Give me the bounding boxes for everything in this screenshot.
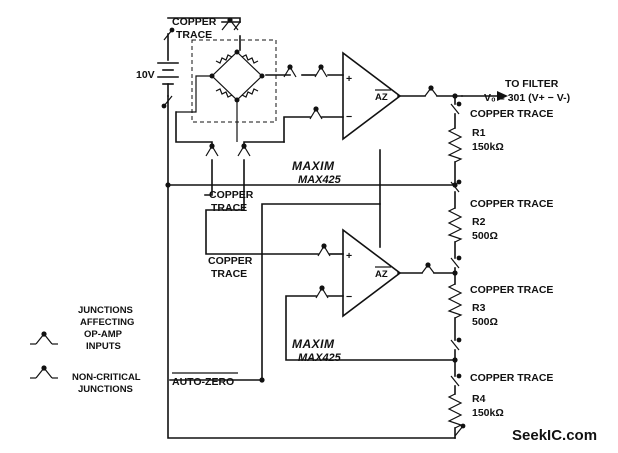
- resistor-r1: [447, 127, 463, 163]
- op-amp-1-az: AZ: [375, 92, 388, 103]
- battery-label: 10V: [136, 69, 155, 81]
- output-formula: V₀ = 301 (V+ − V-): [484, 92, 570, 104]
- node-dot: [452, 357, 458, 363]
- op-amp-2-az: AZ: [375, 269, 388, 280]
- resistor-r3: [447, 283, 463, 319]
- legend-critical-line3: OP-AMP: [84, 329, 123, 340]
- label-copper-mid: COPPER: [209, 189, 254, 201]
- critical-junctions: [205, 17, 331, 299]
- op-amp-2-minus: −: [346, 291, 352, 303]
- legend-noncritical-line1: NON-CRITICAL: [72, 372, 141, 383]
- resistor-r2: [447, 207, 463, 243]
- bridge-isolation-box: [191, 39, 277, 123]
- chip-label-2: MAX425: [298, 352, 342, 364]
- r4-name: R4: [472, 393, 486, 405]
- output-arrow: [461, 91, 508, 101]
- label-trace-low: TRACE: [211, 268, 247, 280]
- node-dot: [452, 182, 458, 188]
- op-amp-2: + − AZ: [342, 228, 402, 318]
- r2-value: 500Ω: [472, 230, 498, 242]
- auto-zero-label: AUTO-ZERO: [172, 376, 234, 388]
- label-trace-top: TRACE: [176, 29, 212, 41]
- strain-bridge: [176, 49, 265, 142]
- battery-symbol: [157, 62, 179, 97]
- op-amp-2-plus: +: [346, 250, 352, 262]
- r4-value: 150kΩ: [472, 407, 504, 419]
- r3-value: 500Ω: [472, 316, 498, 328]
- node-dot: [452, 93, 458, 99]
- legend: [30, 331, 58, 379]
- r1-name: R1: [472, 127, 486, 139]
- label-copper-top: COPPER: [172, 16, 217, 28]
- legend-critical-line2: AFFECTING: [80, 317, 134, 328]
- op-amp-1-plus: +: [346, 73, 352, 85]
- r2-name: R2: [472, 216, 486, 228]
- maxim-logo-1: MAXIM: [292, 159, 335, 173]
- resistor-r4: [447, 393, 463, 429]
- watermark: SeekIC.com: [512, 427, 597, 444]
- node-dot: [259, 377, 265, 383]
- node-dot: [452, 270, 458, 276]
- op-amp-1: + − AZ: [342, 51, 402, 141]
- label-copper-trace-r4: COPPER TRACE: [470, 372, 553, 384]
- label-copper-trace-r1: COPPER TRACE: [470, 108, 553, 120]
- legend-critical-line4: INPUTS: [86, 341, 121, 352]
- r3-name: R3: [472, 302, 486, 314]
- legend-noncritical-line2: JUNCTIONS: [78, 384, 133, 395]
- to-filter-label: TO FILTER: [505, 78, 559, 90]
- noncritical-junctions: [161, 21, 466, 437]
- label-copper-trace-r2: COPPER TRACE: [470, 198, 553, 210]
- wiring: [167, 17, 463, 439]
- node-dot: [165, 182, 171, 188]
- label-copper-low: COPPER: [208, 255, 253, 267]
- r1-value: 150kΩ: [472, 141, 504, 153]
- maxim-logo-2: MAXIM: [292, 337, 335, 351]
- op-amp-1-minus: −: [346, 111, 352, 123]
- chip-label-1: MAX425: [298, 174, 342, 186]
- label-copper-trace-r3: COPPER TRACE: [470, 284, 553, 296]
- label-trace-mid: TRACE: [211, 202, 247, 214]
- legend-critical-line1: JUNCTIONS: [78, 305, 133, 316]
